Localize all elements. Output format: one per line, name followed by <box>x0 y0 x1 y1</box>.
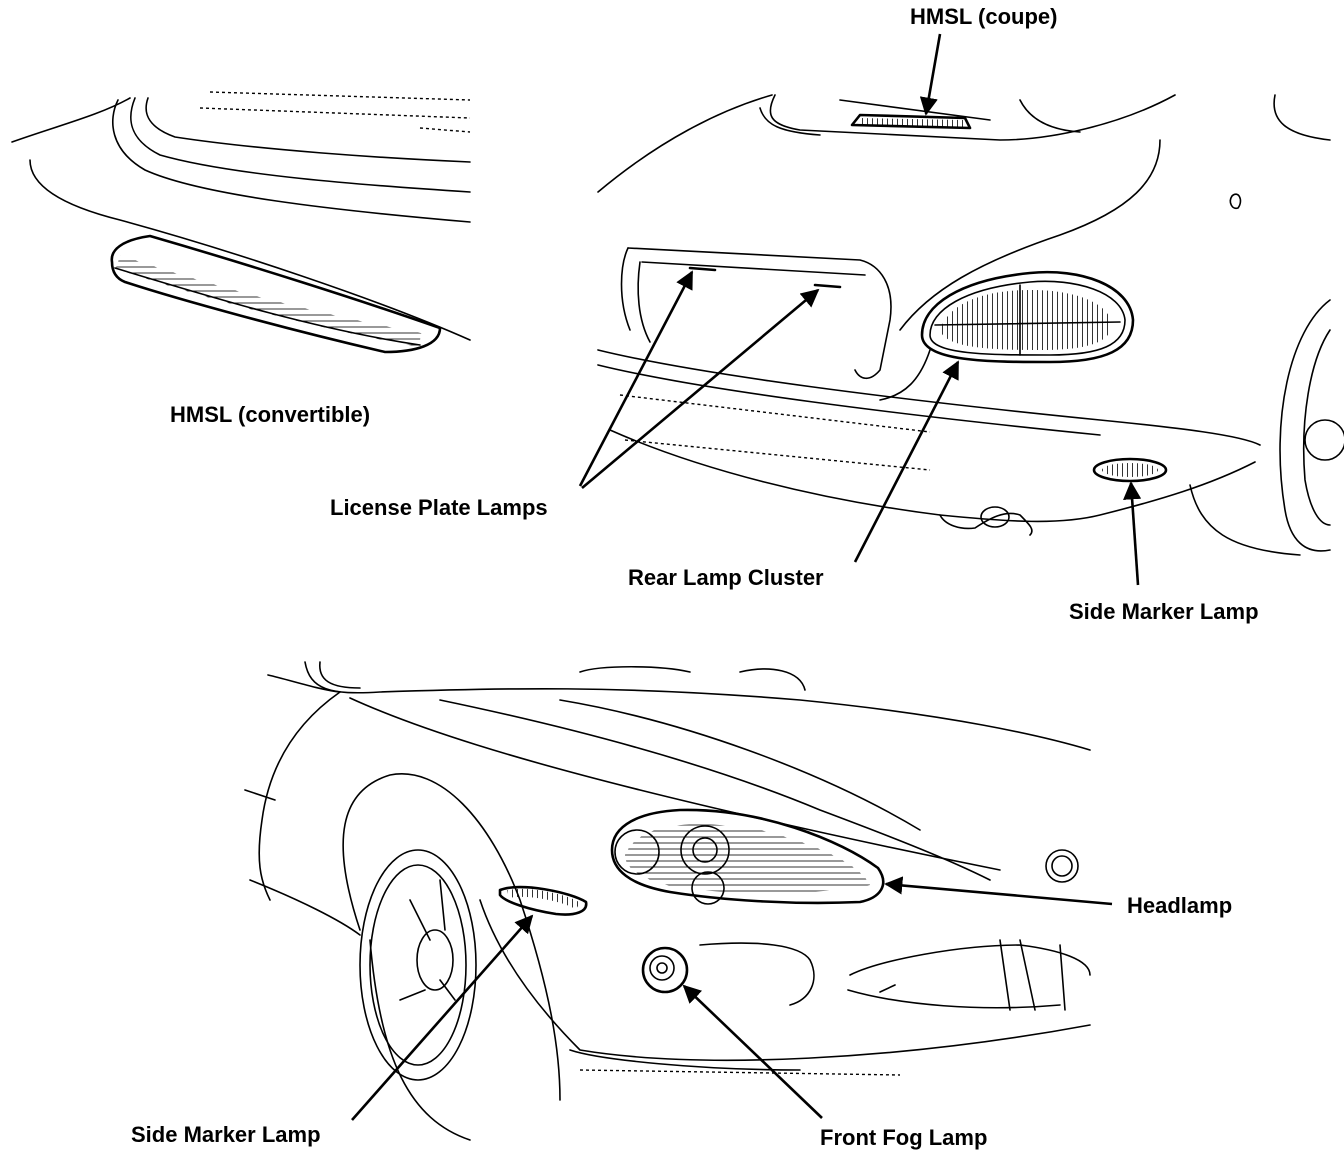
label-headlamp: Headlamp <box>1127 893 1233 918</box>
arrow-rear-lamp-cluster <box>853 360 960 563</box>
label-rear-lamp-cluster: Rear Lamp Cluster <box>628 565 824 590</box>
arrow-side-marker-front <box>351 914 534 1121</box>
arrow-front-fog <box>682 984 823 1119</box>
hmsl-coupe-lamp <box>850 113 972 130</box>
headlamp-shape <box>610 808 885 905</box>
label-hmsl-coupe: HMSL (coupe) <box>910 4 1058 29</box>
label-side-marker-lamp-rear: Side Marker Lamp <box>1069 599 1259 624</box>
arrow-hmsl-coupe <box>919 33 942 116</box>
rear-side-marker-lamp-shape <box>1092 457 1168 483</box>
rear-lamp-cluster-shape <box>920 270 1135 364</box>
arrow-license-plate-1 <box>578 270 694 487</box>
front-view <box>244 661 1091 1141</box>
label-side-marker-lamp-front: Side Marker Lamp <box>131 1122 321 1147</box>
arrow-side-marker-rear <box>1123 481 1142 586</box>
label-hmsl-convertible: HMSL (convertible) <box>170 402 371 427</box>
arrow-license-plate-2 <box>581 288 820 489</box>
hmsl-convertible-lamp <box>110 234 442 354</box>
arrow-headlamp <box>884 876 1113 906</box>
front-fog-lamp-shape <box>641 946 689 994</box>
label-license-plate-lamps: License Plate Lamps <box>330 495 548 520</box>
leader-arrows <box>351 33 1142 1121</box>
rear-coupe-view <box>597 94 1344 556</box>
front-side-marker-lamp-shape <box>498 885 588 916</box>
convertible-trunk-view <box>11 91 471 354</box>
label-front-fog-lamp: Front Fog Lamp <box>820 1125 988 1150</box>
